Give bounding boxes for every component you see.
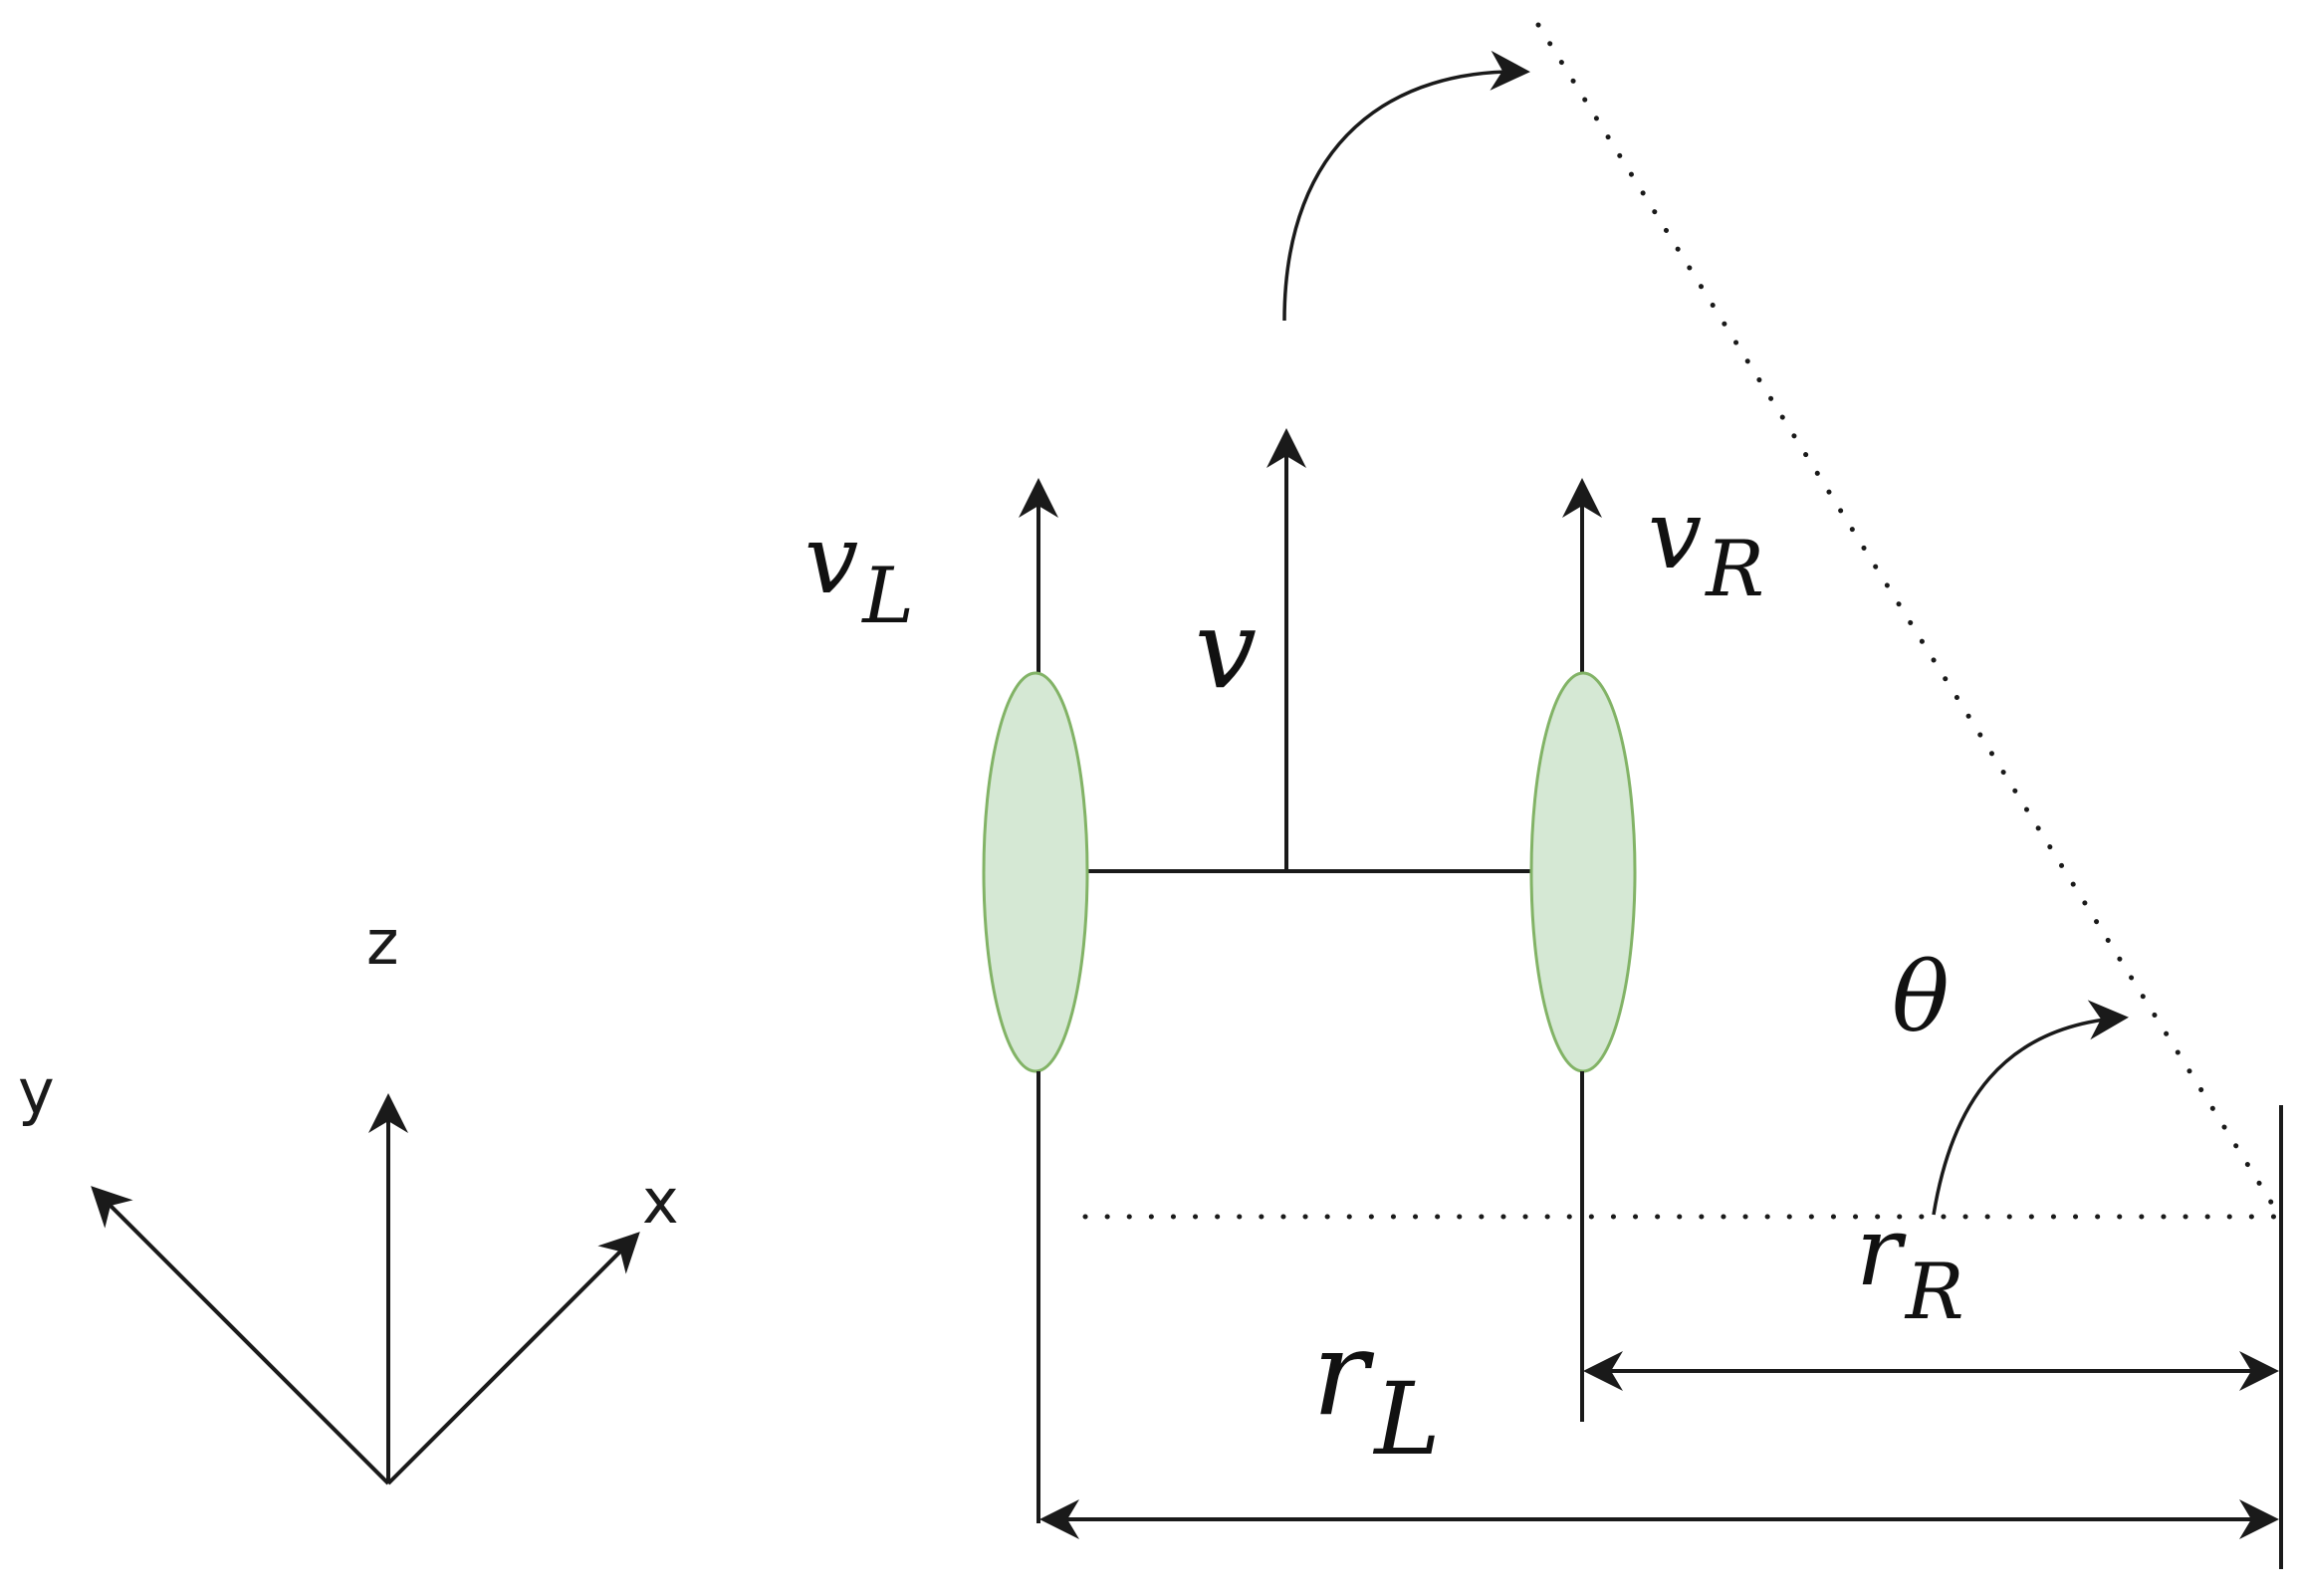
- x-axis-arrow: [386, 1232, 640, 1485]
- robot: [982, 428, 1637, 1523]
- y-axis-arrow: [91, 1186, 390, 1485]
- x-axis-label: x: [642, 1165, 679, 1238]
- v-label: v: [1195, 585, 1257, 713]
- rR-subscript: R: [1904, 1248, 1964, 1337]
- y-axis-label: y: [18, 1055, 55, 1128]
- right-wheel: [1529, 671, 1637, 1073]
- vR-label: vR: [1648, 479, 1764, 614]
- coordinate-frame: z y x: [18, 906, 679, 1485]
- rL-main: r: [1312, 1304, 1375, 1442]
- heading-dotted-line: [1535, 22, 2283, 1220]
- rR-main: r: [1856, 1196, 1907, 1307]
- z-axis-label: z: [366, 906, 399, 979]
- vL-main: v: [805, 504, 858, 615]
- vR-subscript: R: [1704, 525, 1764, 614]
- rotation-arc-arrow: [1282, 50, 1530, 322]
- theta-label: θ: [1892, 942, 1950, 1053]
- rL-subscript: L: [1372, 1361, 1440, 1478]
- theta-arc-arrow: [1932, 1000, 2129, 1216]
- vR-main: v: [1648, 479, 1702, 590]
- rL-label: rL: [1312, 1304, 1441, 1478]
- vL-subscript: L: [860, 552, 914, 641]
- rR-label: rR: [1856, 1196, 1964, 1337]
- vL-label: vL: [805, 504, 914, 641]
- left-wheel: [982, 671, 1089, 1073]
